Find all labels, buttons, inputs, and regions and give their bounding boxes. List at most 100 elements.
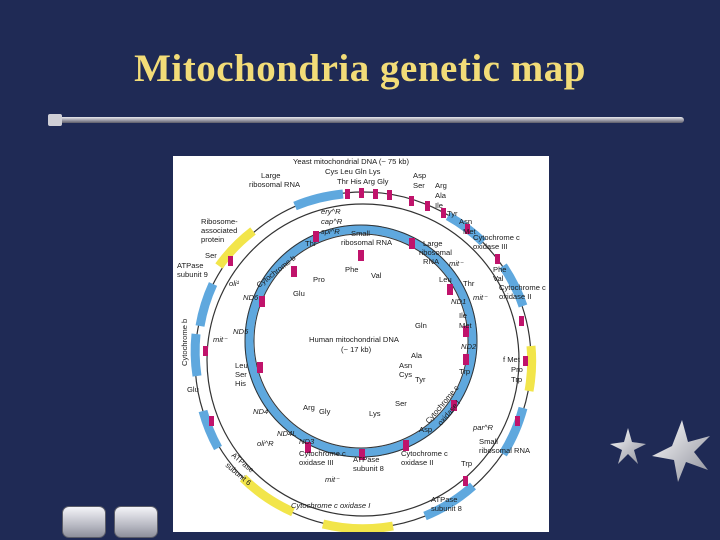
human-dna-title: Human mitochondrial DNA	[309, 335, 400, 344]
label-co3-h: Cytochrome c	[299, 449, 346, 458]
label-par: par^R	[472, 423, 494, 432]
label-val-y: Val	[493, 274, 504, 283]
label-leu-h: Leu	[235, 361, 248, 370]
label-mit2: mit⁻	[449, 259, 464, 268]
label-ser-y2: Ser	[205, 251, 217, 260]
label-pro-y: Pro	[511, 365, 523, 374]
label-leu-h2: Leu	[439, 275, 452, 284]
label-nd4: ND4	[253, 407, 268, 416]
label-phe-h: Phe	[345, 265, 359, 274]
label-large-rrna-h: Large	[423, 239, 442, 248]
label-cys-h: Cys	[399, 370, 412, 379]
label-thr-his-arg-gly: Thr His Arg Gly	[337, 177, 389, 186]
label-ribosome-assoc: Ribosome-	[201, 217, 238, 226]
label-asp-h: Asp	[419, 425, 432, 434]
yeast-dna-title: Yeast mitochondrial DNA (~ 75 kb)	[293, 157, 409, 166]
label-co2-y: Cytochrome c	[499, 283, 546, 292]
label-co3b: oxidase III	[473, 242, 508, 251]
label-nd6: ND6	[243, 293, 259, 302]
label-mit4: mit⁻	[325, 475, 340, 484]
label-cys-leu-gln-lys: Cys Leu Gln Lys	[325, 167, 381, 176]
genetic-map-svg: Yeast mitochondrial DNA (~ 75 kb) Cys Le…	[177, 157, 546, 532]
decorative-stars	[610, 420, 710, 482]
label-arg-h: Arg	[303, 403, 315, 412]
label-small-rrna-h2: ribosomal RNA	[341, 238, 393, 247]
label-atp8-y: ATPase	[431, 495, 457, 504]
label-small-rrna-y: Small	[479, 437, 498, 446]
label-nd3: ND3	[299, 437, 315, 446]
label-large-rrna-h3: RNA	[423, 257, 440, 266]
label-mit3: mit⁻	[473, 293, 488, 302]
label-lys-h: Lys	[369, 409, 381, 418]
label-ribosome-assoc2: associated	[201, 226, 237, 235]
label-small-rrna-h: Small	[351, 229, 370, 238]
label-gln-h: Gln	[415, 321, 427, 330]
label-atp8-yb: subunit 8	[431, 504, 462, 513]
yeast-inner-ring	[206, 203, 520, 517]
label-glu-y: Glu	[187, 385, 199, 394]
label-pro-h: Pro	[313, 275, 325, 284]
title-divider	[48, 114, 684, 126]
label-ile-y: Ile	[435, 201, 443, 210]
label-met-h: Met	[459, 321, 473, 330]
slide-title: Mitochondria genetic map	[134, 47, 586, 90]
label-co2-hb: oxidase II	[401, 458, 434, 467]
label-atp68b: subunit 8	[353, 464, 384, 473]
label-co3-hb: oxidase III	[299, 458, 334, 467]
label-arg-y: Arg	[435, 181, 447, 190]
star-icon	[652, 420, 710, 482]
yeast-gene-segments	[190, 189, 537, 532]
genetic-map-figure: Yeast mitochondrial DNA (~ 75 kb) Cys Le…	[173, 156, 549, 532]
label-cytb-y: Cytochrome b	[180, 319, 189, 366]
label-ribosome-assoc3: protein	[201, 235, 224, 244]
label-co2-yb: oxidase II	[499, 292, 532, 301]
human-dna-size: (~ 17 kb)	[341, 345, 372, 354]
label-small-rrna-y2: ribosomal RNA	[479, 446, 531, 455]
label-large-rrna-y: Large	[261, 171, 280, 180]
label-atpase9b: subunit 9	[177, 270, 208, 279]
label-met-y: Met	[463, 227, 477, 236]
label-nd2: ND2	[461, 342, 477, 351]
label-large-rrna-y2: ribosomal RNA	[249, 180, 301, 189]
label-atpase9: ATPase	[177, 261, 203, 270]
label-ser-h: Ser	[235, 370, 247, 379]
label-his-h: His	[235, 379, 246, 388]
label-glu-h: Glu	[293, 289, 305, 298]
label-trp-h: Trp	[459, 367, 470, 376]
label-tyr-y: Tyr	[447, 209, 458, 218]
label-trp-y2: Trp	[461, 459, 472, 468]
label-gly-h: Gly	[319, 407, 331, 416]
label-asp: Asp	[413, 171, 426, 180]
label-ery: ery^R	[321, 207, 341, 216]
label-phe-y: Phe	[493, 265, 507, 274]
label-ala-h: Ala	[411, 351, 423, 360]
label-ile-h: Ile	[459, 311, 467, 320]
label-oli2: oli^R	[257, 439, 274, 448]
label-asn-h: Asn	[399, 361, 412, 370]
label-nd4l: ND4L	[277, 429, 296, 438]
label-oli1: oli¹	[229, 279, 240, 288]
label-thr-y: Thr	[463, 279, 475, 288]
label-nd5: ND5	[233, 327, 249, 336]
label-nd1: ND1	[451, 297, 466, 306]
label-mit1: mit⁻	[213, 335, 228, 344]
label-val-h: Val	[371, 271, 382, 280]
label-atp68: ATPase	[353, 455, 379, 464]
label-co3: Cytochrome c	[473, 233, 520, 242]
label-tyr-h: Tyr	[415, 375, 426, 384]
label-spi: spi^R	[321, 227, 340, 236]
label-co2-h: Cytochrome c	[401, 449, 448, 458]
nav-left-button[interactable]	[62, 506, 106, 538]
label-fmet: f Met	[503, 355, 521, 364]
label-co1-y: Cytochrome c oxidase I	[291, 501, 371, 510]
label-thr-h: Thr	[305, 239, 317, 248]
human-inner-line	[253, 233, 469, 449]
human-trna-marks	[257, 231, 469, 460]
star-icon	[610, 428, 646, 464]
label-ser-y: Ser	[413, 181, 425, 190]
label-trp-y: Trp	[511, 375, 522, 384]
label-large-rrna-h2: ribosomal	[419, 248, 452, 257]
label-ser-h2: Ser	[395, 399, 407, 408]
nav-right-button[interactable]	[114, 506, 158, 538]
label-cap: cap^R	[321, 217, 343, 226]
